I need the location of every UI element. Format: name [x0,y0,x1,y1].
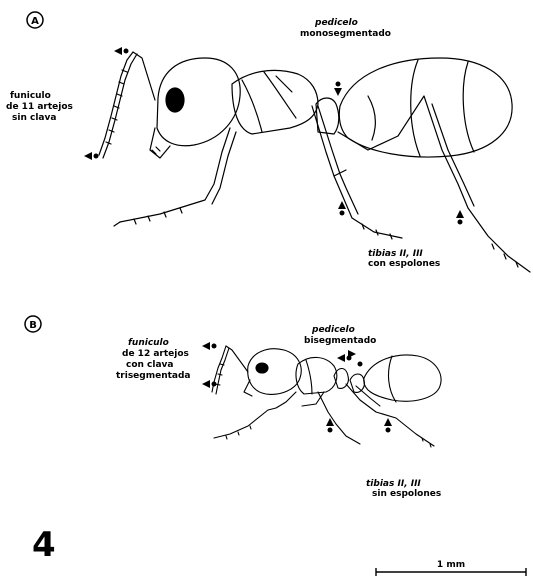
svg-text:bisegmentado: bisegmentado [304,336,376,346]
label-funiculo-b: funiculo de 12 artejos con clava trisegm… [116,338,191,381]
arrow-icon [202,342,217,350]
svg-text:de 11 artejos: de 11 artejos [6,102,73,112]
label-pedicelo-a: pedicelo monosegmentado [300,18,391,39]
svg-text:A: A [31,16,39,27]
arrow-icon [338,201,346,216]
svg-text:con espolones: con espolones [368,259,440,269]
panel-a-marker: A [27,12,43,28]
label-tibias-a: tibias II, III con espolones [368,249,440,269]
panel-b: B funiculo de 12 artejos con clava trise… [25,316,441,499]
svg-text:tibias II, III: tibias II, III [366,479,421,489]
label-funiculo-a: funiculo de 11 artejos sin clava [6,91,73,123]
panel-b-marker: B [25,316,41,332]
panel-a: A funiculo de 11 artejos sin clava pedic… [6,12,530,272]
svg-text:trisegmentada: trisegmentada [116,371,191,381]
arrow-icon [84,152,99,160]
scale-bar-label: 1 mm [437,560,465,570]
svg-text:funiculo: funiculo [10,91,51,101]
svg-text:monosegmentado: monosegmentado [300,29,391,39]
arrow-icon [334,82,342,97]
svg-text:sin espolones: sin espolones [372,489,441,499]
figure-number: 4 [32,525,56,565]
arrow-icon [384,418,392,433]
svg-text:pedicelo: pedicelo [314,18,358,28]
svg-text:de 12 artejos: de 12 artejos [122,349,189,359]
svg-text:pedicelo: pedicelo [311,325,355,335]
arrow-icon [456,210,464,225]
svg-text:B: B [29,320,37,331]
ant-illustration-a [99,52,530,272]
svg-text:sin clava: sin clava [12,113,56,123]
svg-text:tibias II, III: tibias II, III [368,249,423,259]
svg-text:funiculo: funiculo [128,338,169,348]
ant-illustration-b [212,346,441,447]
label-tibias-b: tibias II, III sin espolones [366,479,441,499]
svg-text:con clava: con clava [126,360,174,370]
scale-bar: 1 mm [376,560,526,576]
arrow-icon [114,47,129,55]
label-pedicelo-b: pedicelo bisegmentado [304,325,376,346]
